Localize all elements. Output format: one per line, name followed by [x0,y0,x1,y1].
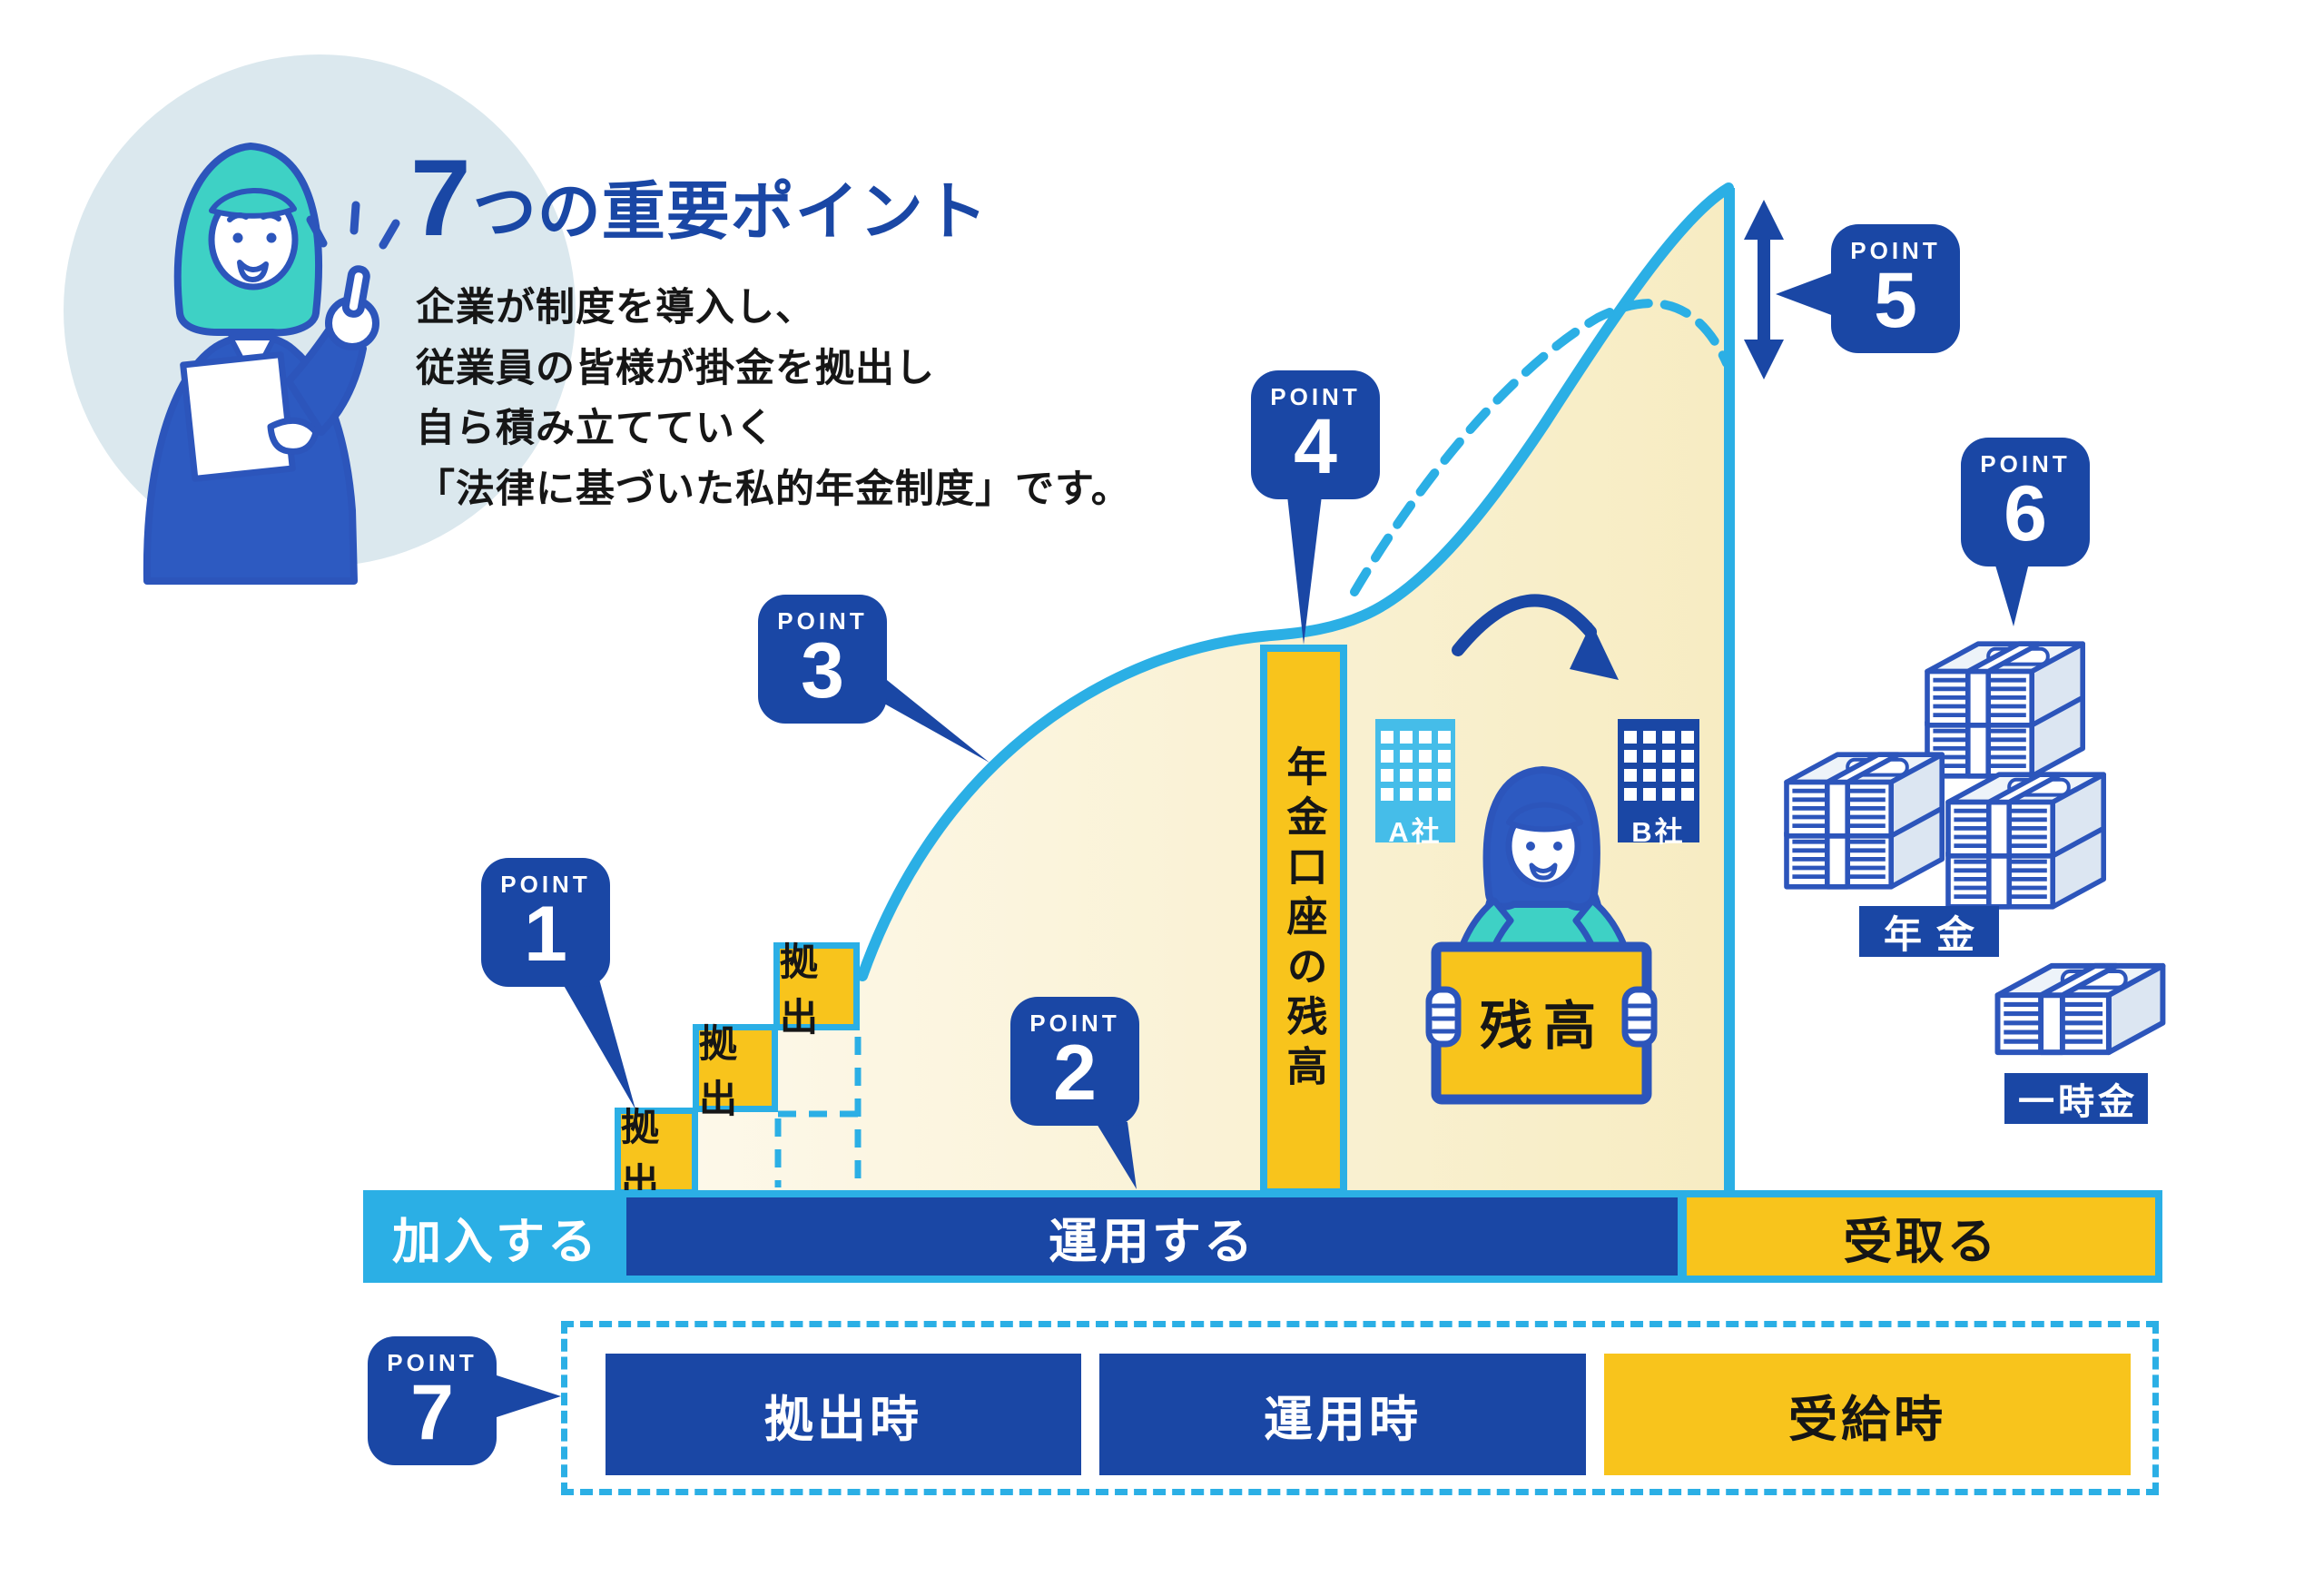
step-box-label: 拠出 [780,940,821,1039]
pension-label-text: 年金 [1883,912,1989,956]
point-label: POINT [1980,450,2071,478]
contribution-step-box-1: 拠出 [615,1106,698,1204]
account-bar-label: 年金口座の残高 [1280,745,1327,1095]
point-1-tail [556,953,635,1109]
point-badge-tails [494,272,2030,1418]
right-hand [1621,986,1658,1048]
phase-invest-section: 運用する [626,1197,1678,1276]
point-number: 1 [524,891,567,979]
emphasis-sparkle-icon [306,201,400,250]
phase-invest-label: 運用する [1049,1214,1256,1269]
point-7-tail [494,1374,561,1418]
point-badge-7: POINT 7 [368,1336,497,1465]
point-badge-5: POINT 5 [1831,224,1960,353]
point-number: 3 [801,627,844,715]
point-number: 5 [1874,257,1917,345]
tax-investment-section: 運用時 [1099,1354,1586,1475]
past-contribution-dashed-cells [774,1037,862,1187]
building-windows [1623,731,1694,801]
point-label: POINT [777,607,868,635]
employee-illustration: 残高 [1425,766,1658,1105]
point-badge-2: POINT 2 [1010,997,1139,1126]
tax-investment-label: 運用時 [1264,1392,1422,1447]
lump-sum-money-bundle [1998,966,2163,1052]
title-number: 7 [410,137,473,259]
balance-sign-label: 残高 [1480,997,1607,1056]
description-line: 従業員の皆様が掛金を拠出し [416,346,935,390]
contribution-step-box-3: 拠出 [773,941,860,1039]
point-label: POINT [1850,237,1941,265]
lump-sum-payout-label: 一時金 [2004,1073,2148,1124]
pension-account-balance-bar: 年金口座の残高 [1260,645,1347,1196]
description-line: 「法律に基づいた私的年金制度」です。 [416,467,1131,511]
contribution-step-box-2: 拠出 [693,1022,778,1120]
point-3-tail [873,669,990,763]
gain-double-arrow [1744,200,1784,379]
pension-payout-label: 年金 [1859,906,1999,957]
building-windows [1380,731,1451,801]
phase-join-section: 加入する [363,1190,628,1283]
point-badge-1: POINT 1 [481,858,610,987]
description: 企業が制度を導入し、 従業員の皆様が掛金を拠出し 自ら積み立てていく 「法律に基… [416,278,1131,520]
point-label: POINT [500,871,591,899]
point-badge-6: POINT 6 [1961,438,2090,566]
point-label: POINT [1270,383,1361,411]
tax-phases-box: 拠出時 運用時 受給時 [561,1321,2159,1495]
tax-contribution-label: 拠出時 [764,1392,922,1447]
advisor-illustration [143,143,400,585]
left-hand [1425,986,1462,1048]
growth-curve [857,182,1734,981]
company-b-label: B社 [1631,816,1686,848]
point-badge-3: POINT 3 [758,595,887,724]
phase-receive-label: 受取る [1843,1214,1999,1269]
point-badge-4: POINT 4 [1251,370,1380,499]
company-a-building-icon: A社 [1375,719,1455,848]
phase-join-label: 加入する [392,1214,599,1269]
point-number: 7 [410,1369,454,1457]
title-text: つの重要ポイント [472,176,989,247]
point-2-tail [1091,1115,1137,1189]
point-label: POINT [387,1349,478,1377]
phase-strip: 加入する 運用する 受取る [363,1190,2162,1283]
phase-receive-section: 受取る [1687,1197,2155,1276]
point-label: POINT [1029,1010,1120,1038]
tax-receipt-section: 受給時 [1604,1354,2131,1475]
tax-receipt-label: 受給時 [1788,1392,1946,1447]
lump-sum-label-text: 一時金 [2018,1082,2138,1122]
projection-dashed-curve [1350,299,1731,596]
description-line: 自ら積み立てていく [416,407,775,451]
portability-arrow [1452,594,1619,680]
point-5-tail [1776,272,1834,316]
description-line: 企業が制度を導入し、 [416,286,815,330]
company-a-label: A社 [1388,816,1443,848]
point-number: 6 [2004,470,2047,558]
company-b-building-icon: B社 [1618,719,1699,848]
point-number: 4 [1294,403,1337,491]
point-4-tail [1287,496,1322,645]
step-box-label: 拠出 [699,1021,740,1120]
tax-contribution-section: 拠出時 [606,1354,1081,1475]
point-number: 2 [1053,1029,1097,1118]
point-6-tail [1994,559,2030,626]
pension-money-pile [1787,644,2103,907]
